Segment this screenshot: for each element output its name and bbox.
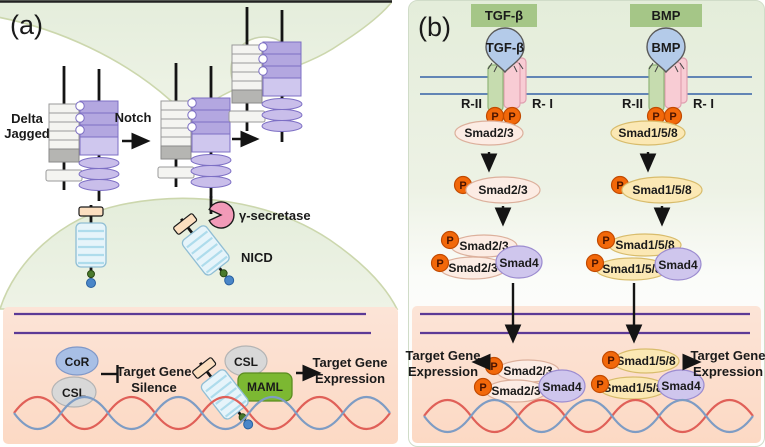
phosphate-label: P (616, 180, 623, 192)
tgf-ligand-label: TGF-β (486, 40, 524, 55)
target-gene-silence-label: Silence (131, 380, 177, 395)
smad158-label: Smad1/5/8 (632, 183, 692, 197)
phosphate-label: P (669, 111, 676, 123)
panel-a-label: (a) (10, 10, 43, 40)
tgf-header-box (471, 4, 537, 27)
bmp-ligand-label: BMP (652, 40, 681, 55)
bmp-ligand (646, 27, 686, 74)
target-gene-expression-label-tgf: Target Gene (406, 348, 481, 363)
smad4-label: Smad4 (542, 380, 582, 394)
binding-tick (674, 65, 679, 73)
smad23-label: Smad2/3 (448, 261, 498, 275)
smad23-protein (454, 120, 524, 146)
binding-tick (654, 65, 659, 73)
bmp-header-box (630, 4, 702, 27)
phosphate (440, 230, 460, 250)
gamma-secretase-icon (208, 201, 235, 229)
phosphate (596, 230, 616, 250)
target-gene-silence-label: Target Gene (117, 364, 192, 379)
phosphate-label: P (459, 180, 466, 192)
smad4-protein (538, 369, 586, 403)
phosphate-label: P (446, 235, 453, 247)
binding-tick (518, 62, 524, 70)
phosphate-label: P (652, 111, 659, 123)
csl-protein (51, 376, 97, 408)
dna-strand-blue-a (13, 396, 391, 430)
smad158-label: Smad1/5/8 (602, 262, 662, 276)
phosphate (430, 253, 450, 273)
dna-strand-red-b (423, 399, 754, 433)
target-gene-expression-label-bmp: Target Gene (691, 348, 765, 363)
smad23-label: Smad2/3 (491, 384, 541, 398)
smad4-protein (654, 247, 702, 281)
panel-b-tgf-bmp-pathway: (b) TGF-β TGF-β R-II R- I P P Smad2/3 (406, 0, 765, 447)
phosphate-label: P (596, 379, 603, 391)
r1-label: R- I (693, 96, 714, 111)
delta-jagged-label: Delta (11, 111, 44, 126)
cor-label: CoR (65, 355, 90, 369)
phosphate-label: P (602, 235, 609, 247)
smad4-protein (495, 245, 543, 279)
smad158-label: Smad1/5/8 (603, 381, 663, 395)
notch-label: Notch (115, 110, 152, 125)
nucleus-b (412, 306, 761, 443)
binding-tick (679, 62, 685, 70)
bmp-branch: BMP BMP R-II R- I P P Smad1/5/8 P Smad1/… (585, 4, 765, 401)
r1-label: R- I (532, 96, 553, 111)
receptor-r2 (487, 64, 504, 112)
smad158-protein (621, 176, 703, 204)
phosphate-label: P (436, 258, 443, 270)
csl-label: CSL (234, 355, 258, 369)
smad23-label: Smad2/3 (459, 239, 509, 253)
bmp-header-label: BMP (652, 8, 681, 23)
smad158-label: Smad1/5/8 (618, 126, 678, 140)
smad23-label: Smad2/3 (503, 364, 553, 378)
r2-label: R-II (622, 96, 643, 111)
phosphate-label: P (607, 355, 614, 367)
smad158-label: Smad1/5/8 (615, 238, 675, 252)
phosphate (601, 350, 621, 370)
smad23-protein (465, 176, 541, 204)
smad4-label: Smad4 (661, 379, 701, 393)
phosphate-label: P (508, 111, 515, 123)
tgf-beta-branch: TGF-β TGF-β R-II R- I P P Smad2/3 P Smad… (406, 4, 586, 403)
smad158-protein (610, 120, 686, 146)
smad4-label: Smad4 (499, 256, 539, 270)
target-gene-expression-label-a: Expression (315, 371, 385, 386)
phosphate (473, 377, 493, 397)
dna-strand-blue-b (423, 399, 754, 433)
binding-tick (493, 65, 498, 73)
receptor-r2 (648, 64, 665, 112)
binding-tick (513, 65, 518, 73)
target-gene-expression-label-bmp: Expression (693, 364, 763, 379)
phosphate-label: P (490, 361, 497, 373)
phosphate-label: P (491, 111, 498, 123)
binding-tick (648, 62, 654, 70)
smad23-label: Smad2/3 (464, 126, 514, 140)
cor-protein (55, 346, 99, 376)
phosphate (585, 253, 605, 273)
phosphate-label: P (591, 258, 598, 270)
notch-receptor-1 (74, 67, 121, 203)
delta-jagged-label: Jagged (4, 126, 50, 141)
nicd-label: NICD (241, 250, 273, 265)
smad23-label: Smad2/3 (478, 183, 528, 197)
phosphate (590, 374, 610, 394)
sending-cell (0, 0, 392, 110)
r2-label: R-II (461, 96, 482, 111)
binding-tick (487, 62, 493, 70)
maml-label: MAML (247, 380, 283, 394)
phosphate-label: P (479, 382, 486, 394)
tgf-header-label: TGF-β (485, 8, 523, 23)
smad158-label: Smad1/5/8 (616, 354, 676, 368)
target-gene-expression-label-a: Target Gene (313, 355, 388, 370)
tgf-ligand (485, 27, 525, 74)
smad4-label: Smad4 (658, 258, 698, 272)
panel-a-notch-pathway: (a) Delta Jagged Notch γ-secretase NICD … (0, 0, 399, 444)
panel-b-label: (b) (418, 12, 451, 42)
gamma-secretase-label: γ-secretase (239, 208, 311, 223)
target-gene-expression-label-tgf: Expression (408, 364, 478, 379)
